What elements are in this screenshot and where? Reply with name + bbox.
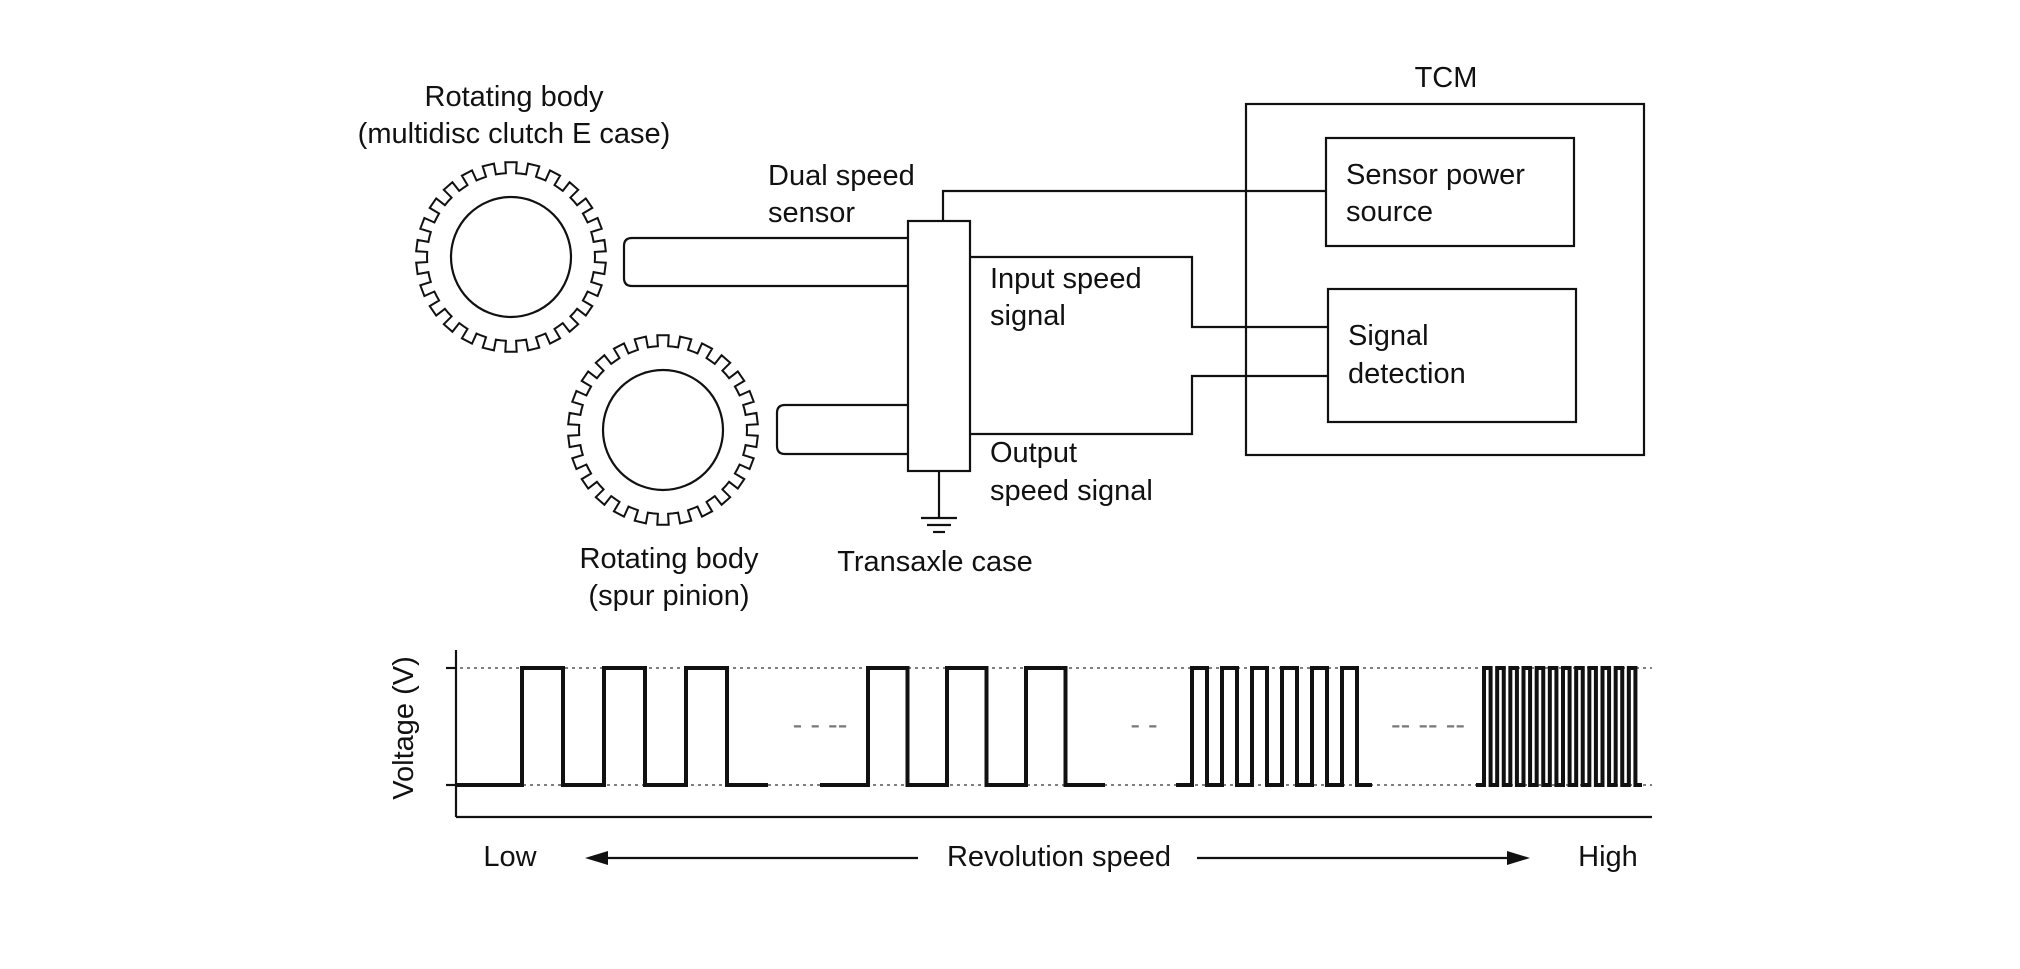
tcm-label: TCM [1415,62,1478,94]
waveform-medium-speed [820,666,1105,787]
output-signal-wire [970,374,1328,436]
ground-symbol [921,471,957,534]
input-speed-signal-label-1: Input speed [990,263,1142,295]
rotating-body-bottom-label-1: Rotating body [580,543,759,575]
sensor-probe-bottom [775,403,908,456]
sensor-probe-top [622,236,908,288]
revolution-speed-arrow-right [1197,851,1530,865]
voltage-axis-label: Voltage (V) [388,656,420,799]
input-signal-wire [970,255,1328,329]
ellipsis-2: - - [1130,709,1157,741]
dual-speed-sensor-body [906,219,972,473]
dual-speed-sensor-label-2: sensor [768,197,855,229]
gear-teeth [415,161,607,353]
sensor-power-source-label-1: Sensor power [1346,159,1525,191]
waveform-higher-speed [1176,666,1372,787]
signal-detection-label-1: Signal [1348,320,1429,352]
gear-hub [449,195,573,319]
high-label: High [1578,841,1638,873]
revolution-speed-arrow-left [585,851,918,865]
dual-speed-sensor-label-1: Dual speed [768,160,915,192]
waveform-chart: Voltage (V) - - -- - - -- -- -- [388,650,1652,819]
waveform-low-speed [456,666,768,787]
gear-spur-pinion [567,334,759,526]
ellipsis-1: - - -- [793,709,848,741]
ellipsis-3: -- -- -- [1391,709,1465,741]
transaxle-case-label: Transaxle case [837,546,1033,578]
sensor-power-source-box [1324,136,1576,248]
output-speed-signal-label-2: speed signal [990,475,1153,507]
gear-teeth [567,334,759,526]
rotating-body-top-label-1: Rotating body [425,81,604,113]
waveform-highest-speed [1476,666,1642,787]
rotating-body-top-label-2: (multidisc clutch E case) [358,118,671,150]
power-wire [941,189,1326,221]
gear-hub [601,368,725,492]
rotating-body-bottom-label-2: (spur pinion) [588,580,749,612]
sensor-power-source-label-2: source [1346,196,1433,228]
revolution-speed-label: Revolution speed [947,841,1171,873]
signal-detection-label-2: detection [1348,358,1466,390]
signal-detection-box [1326,287,1578,424]
low-label: Low [483,841,537,873]
output-speed-signal-label-1: Output [990,437,1077,469]
input-speed-signal-label-2: signal [990,300,1066,332]
gear-clutch-e-case [415,161,607,353]
